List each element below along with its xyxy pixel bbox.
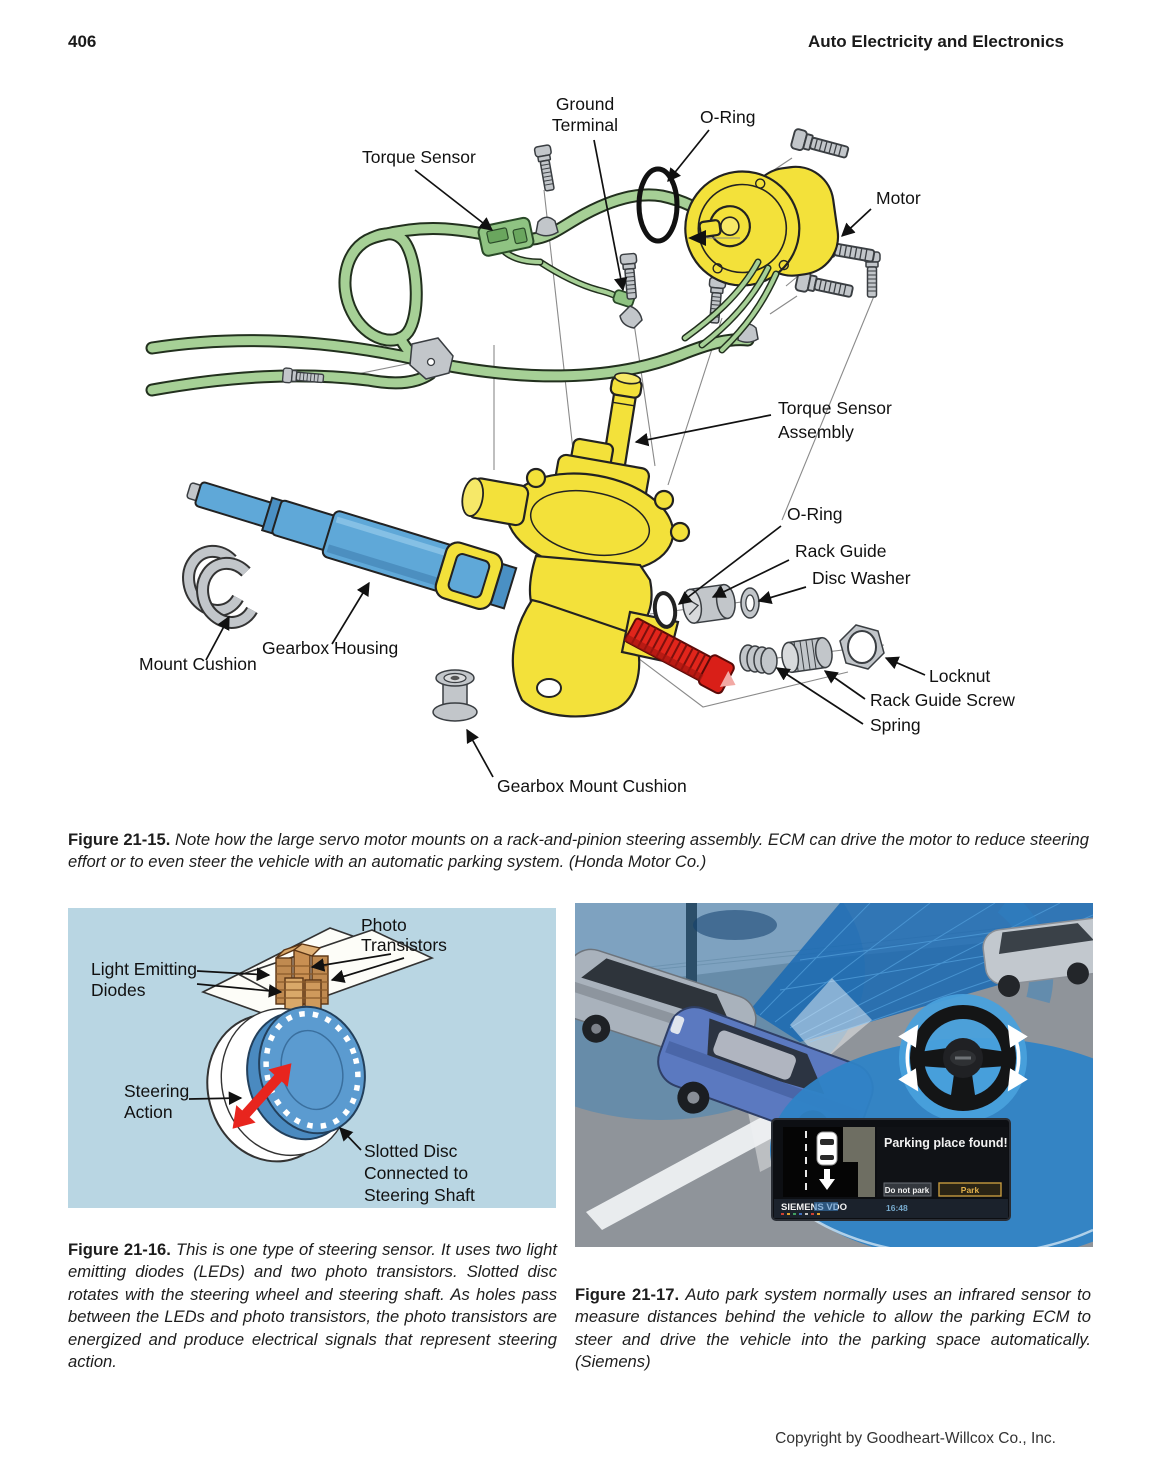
- panel-label-arrows: [188, 953, 405, 1151]
- label-mount-cushion: Mount Cushion: [139, 654, 257, 674]
- steering-wheel-inset: [898, 994, 1028, 1122]
- gearbox-assembly: [461, 372, 691, 718]
- turn-arrow-right: [1007, 1024, 1028, 1092]
- label-torque-sensor-assembly: Torque Sensor: [778, 398, 892, 418]
- label-gearbox-mount-cushion: Gearbox Mount Cushion: [497, 776, 687, 796]
- label-arrows: [205, 129, 926, 778]
- label-slotted-disc: Slotted Disc: [364, 1141, 458, 1161]
- label-steering-action: Steering: [124, 1081, 189, 1101]
- svg-text:Do not park: Do not park: [885, 1186, 930, 1195]
- spring-part: [739, 644, 778, 675]
- label-photo-transistors: Photo: [361, 915, 407, 935]
- page-number: 406: [68, 32, 97, 51]
- caption-figure-21-16: Figure 21-16. This is one type of steeri…: [68, 1239, 557, 1372]
- label-light-emitting-diodes: Light Emitting: [91, 959, 197, 979]
- mount-cushion-part: [182, 544, 258, 629]
- rack-end-threads: [624, 617, 736, 695]
- display-time: 16:48: [886, 1203, 908, 1213]
- steering-action-arrow: [232, 1063, 292, 1129]
- label-o-ring: O-Ring: [787, 504, 842, 524]
- gearbox-mount-cushion-part: [432, 669, 478, 722]
- svg-text:Connected to: Connected to: [364, 1163, 468, 1183]
- label-locknut: Locknut: [929, 666, 990, 686]
- street-pole: [686, 903, 697, 989]
- svg-text:Assembly: Assembly: [778, 422, 854, 442]
- locknut-part: [839, 624, 885, 670]
- label-ground-terminal: Ground: [556, 94, 614, 114]
- turn-arrow-left: [898, 1024, 919, 1092]
- down-arrow-icon: [819, 1169, 835, 1190]
- svg-text:Transistors: Transistors: [361, 935, 447, 955]
- parked-car-right: [982, 917, 1093, 997]
- label-disc-washer: Disc Washer: [812, 568, 911, 588]
- label-motor: Motor: [876, 188, 921, 208]
- svg-text:Steering Shaft: Steering Shaft: [364, 1185, 475, 1205]
- figure-21-15-diagram: Ground Terminal O-Ring Torque Sensor Mot…: [139, 94, 1015, 796]
- svg-text:Diodes: Diodes: [91, 980, 146, 1000]
- small-parts: [652, 583, 885, 675]
- caption-figure-21-15: Figure 21-15. Note how the large servo m…: [68, 829, 1089, 872]
- label-o-ring-top: O-Ring: [700, 107, 755, 127]
- diagram-labels: Ground Terminal O-Ring Torque Sensor Mot…: [139, 94, 1015, 796]
- rack-guide-screw-part: [781, 636, 833, 674]
- label-spring: Spring: [870, 715, 921, 735]
- caption-figure-21-17: Figure 21-17. Auto park system normally …: [575, 1284, 1091, 1372]
- panel-labels: Photo Transistors Light Emitting Diodes …: [91, 915, 475, 1205]
- svg-text:Action: Action: [124, 1102, 173, 1122]
- label-rack-guide-screw: Rack Guide Screw: [870, 690, 1015, 710]
- servo-motor: [681, 165, 840, 354]
- figure-21-17-photo: Parking place found! Do not park Park SI…: [575, 903, 1093, 1247]
- page-footer: Copyright by Goodheart-Willcox Co., Inc.: [775, 1430, 1056, 1447]
- torque-sensor-connector: [477, 216, 535, 257]
- brand-tagline-dots: [781, 1213, 820, 1215]
- label-rack-guide: Rack Guide: [795, 541, 886, 561]
- park-button: [938, 1182, 1002, 1197]
- do-not-park-button: [883, 1182, 932, 1197]
- svg-text:Terminal: Terminal: [552, 115, 618, 135]
- header-title: Auto Electricity and Electronics: [807, 32, 1064, 51]
- figure-21-16-panel: Photo Transistors Light Emitting Diodes …: [68, 908, 556, 1208]
- rack-tube: [186, 481, 518, 611]
- label-torque-sensor: Torque Sensor: [362, 147, 476, 167]
- svg-text:Park: Park: [961, 1185, 980, 1195]
- parking-display: Parking place found! Do not park Park SI…: [771, 1118, 1011, 1221]
- label-gearbox-housing: Gearbox Housing: [262, 638, 398, 658]
- o-ring-top-part: [636, 166, 740, 246]
- display-message: Parking place found!: [884, 1136, 1008, 1150]
- parking-bay-shape: [843, 1127, 875, 1197]
- car-icon: [816, 1131, 838, 1166]
